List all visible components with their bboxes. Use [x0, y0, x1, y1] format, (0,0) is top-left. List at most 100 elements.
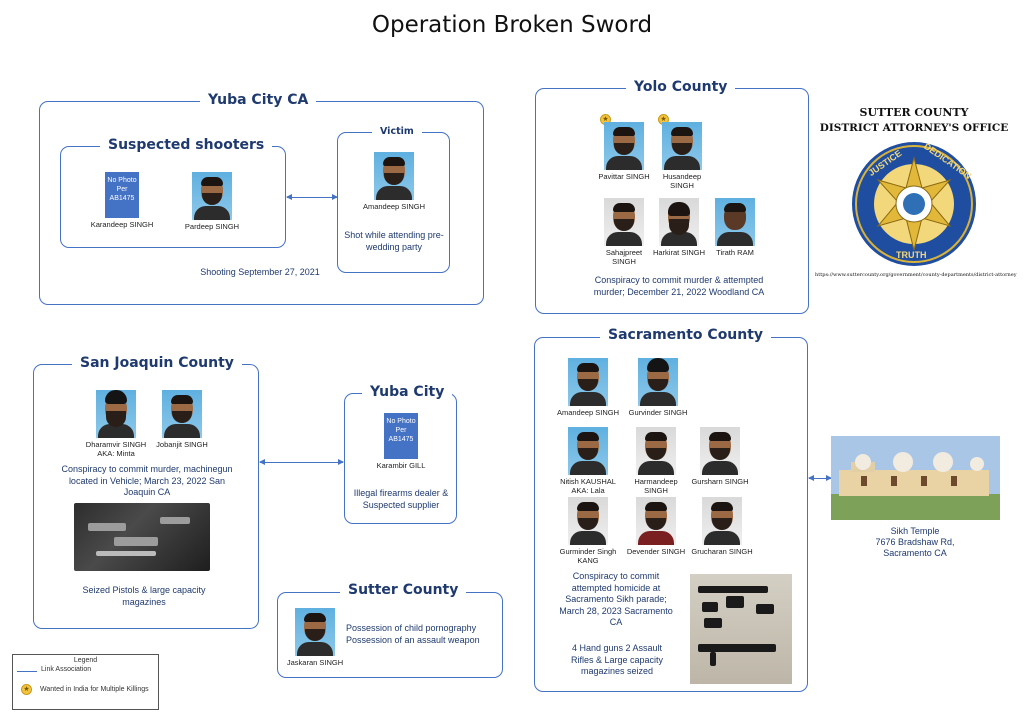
sikh-temple-photo — [831, 436, 1000, 520]
mugshot-photo — [568, 358, 608, 406]
mugshot-photo — [568, 427, 608, 475]
mugshot-photo — [702, 497, 742, 545]
person-name: Sahajpreet SINGH — [598, 248, 650, 266]
sutter-title: Sutter County — [340, 582, 466, 598]
link-shooters-victim — [287, 197, 337, 198]
mugshot-photo — [604, 122, 644, 170]
yolo-caption: Conspiracy to commit murder & attempted … — [586, 275, 772, 298]
mugshot-photo — [162, 390, 202, 438]
mugshot-photo — [604, 198, 644, 246]
mugshot-photo — [638, 358, 678, 406]
victim-note: Shot while attending pre-wedding party — [344, 230, 444, 253]
person-husandeep: Husandeep SINGH — [656, 122, 708, 190]
mugshot-photo — [700, 427, 740, 475]
person-name: Tirath RAM — [710, 248, 760, 257]
person-name: Devender SINGH — [624, 547, 688, 556]
person-aka: AKA: Minta — [82, 449, 150, 458]
person-name: Gurminder Singh KANG — [556, 547, 620, 565]
person-name: Jaskaran SINGH — [286, 658, 344, 667]
person-name: Husandeep SINGH — [656, 172, 708, 190]
person-name: Nitish KAUSHAL — [556, 477, 620, 486]
da-office-name-line1: SUTTER COUNTY — [818, 106, 1010, 119]
mugshot-photo — [568, 497, 608, 545]
da-seal-icon — [850, 140, 978, 268]
legend-wanted-label: Wanted in India for Multiple Killings — [40, 686, 149, 693]
person-karambir: No Photo Per AB1475 Karambir GILL — [368, 413, 434, 470]
victim-title: Victim — [372, 126, 422, 137]
person-harmandeep: Harmandeep SINGH — [628, 427, 684, 495]
person-gurvinder: Gurvinder SINGH — [626, 358, 690, 417]
person-name: Jobanjit SINGH — [152, 440, 212, 449]
sutter-line1: Possession of child pornography — [346, 623, 496, 635]
person-gurminder: Gurminder Singh KANG — [556, 497, 620, 565]
person-dharamvir: Dharamvir SINGH AKA: Minta — [82, 390, 150, 458]
person-name: Amandeep SINGH — [556, 408, 620, 417]
person-name: Karambir GILL — [368, 461, 434, 470]
no-photo-placeholder: No Photo Per AB1475 — [105, 172, 139, 218]
san-joaquin-caption: Conspiracy to commit murder, machinegun … — [55, 464, 239, 499]
person-aka: AKA: Lala — [556, 486, 620, 495]
person-nitish: Nitish KAUSHAL AKA: Lala — [556, 427, 620, 495]
person-name: Pardeep SINGH — [182, 222, 242, 231]
person-name: Dharamvir SINGH — [82, 440, 150, 449]
person-karandeep: No Photo Per AB1475 Karandeep SINGH — [90, 172, 154, 229]
person-name: Amandeep SINGH — [360, 202, 428, 211]
mugshot-photo — [636, 427, 676, 475]
mugshot-photo — [662, 122, 702, 170]
link-sacramento-temple — [809, 478, 831, 479]
da-office-name-line2: DISTRICT ATTORNEY'S OFFICE — [814, 122, 1014, 134]
yuba-city-ca-title: Yuba City CA — [200, 92, 316, 108]
da-url[interactable]: https://www.suttercounty.org/government/… — [815, 272, 1020, 278]
yolo-title: Yolo County — [626, 79, 735, 95]
link-sanjoaquin-yubacity — [260, 462, 343, 463]
person-name: Grucharan SINGH — [690, 547, 754, 556]
person-harkirat: Harkirat SINGH — [652, 198, 706, 257]
person-sahajpreet: Sahajpreet SINGH — [598, 198, 650, 266]
person-pardeep: Pardeep SINGH — [182, 172, 242, 231]
temple-line1: Sikh Temple — [855, 526, 975, 538]
yuba-city-title: Yuba City — [362, 384, 452, 400]
person-amandeep-victim: Amandeep SINGH — [360, 152, 428, 211]
mugshot-photo — [374, 152, 414, 200]
seized-pistols-photo — [74, 503, 210, 571]
legend-title: Legend — [12, 657, 159, 664]
seal-text-truth: TRUTH — [896, 250, 927, 260]
mugshot-photo — [295, 608, 335, 656]
sutter-line2: Possession of an assault weapon — [346, 635, 496, 647]
temple-line2: 7676 Bradshaw Rd, — [855, 537, 975, 549]
mugshot-photo — [192, 172, 232, 220]
yuba-city-ca-caption: Shooting September 27, 2021 — [160, 267, 360, 279]
legend-wanted-icon: ★ — [21, 684, 32, 695]
san-joaquin-title: San Joaquin County — [72, 355, 242, 371]
legend-link-label: Link Association — [41, 666, 91, 673]
person-gursharn: Gursharn SINGH — [690, 427, 750, 486]
person-name: Karandeep SINGH — [90, 220, 154, 229]
person-name: Harmandeep SINGH — [628, 477, 684, 495]
person-name: Gursharn SINGH — [690, 477, 750, 486]
person-pavittar: Pavittar SINGH — [596, 122, 652, 181]
mugshot-photo — [715, 198, 755, 246]
temple-line3: Sacramento CA — [855, 548, 975, 560]
yuba-city-caption: Illegal firearms dealer & Suspected supp… — [352, 488, 450, 511]
no-photo-placeholder: No Photo Per AB1475 — [384, 413, 418, 459]
legend-link-icon — [17, 671, 37, 672]
person-name: Pavittar SINGH — [596, 172, 652, 181]
person-devender: Devender SINGH — [624, 497, 688, 556]
mugshot-photo — [96, 390, 136, 438]
san-joaquin-seized-caption: Seized Pistols & large capacity magazine… — [74, 585, 214, 608]
mugshot-photo — [659, 198, 699, 246]
suspected-shooters-title: Suspected shooters — [100, 137, 272, 153]
sacramento-caption: Conspiracy to commit attempted homicide … — [556, 571, 676, 629]
person-amandeep-sac: Amandeep SINGH — [556, 358, 620, 417]
sacramento-seized-caption: 4 Hand guns 2 Assault Rifles & Large cap… — [570, 643, 664, 678]
sacramento-title: Sacramento County — [600, 327, 771, 343]
person-name: Gurvinder SINGH — [626, 408, 690, 417]
person-tirath: Tirath RAM — [710, 198, 760, 257]
person-name: Harkirat SINGH — [652, 248, 706, 257]
person-jaskaran: Jaskaran SINGH — [286, 608, 344, 667]
seized-weapons-photo — [690, 574, 792, 684]
page-title: Operation Broken Sword — [0, 12, 1024, 38]
mugshot-photo — [636, 497, 676, 545]
person-grucharan: Grucharan SINGH — [690, 497, 754, 556]
person-jobanjit: Jobanjit SINGH — [152, 390, 212, 449]
